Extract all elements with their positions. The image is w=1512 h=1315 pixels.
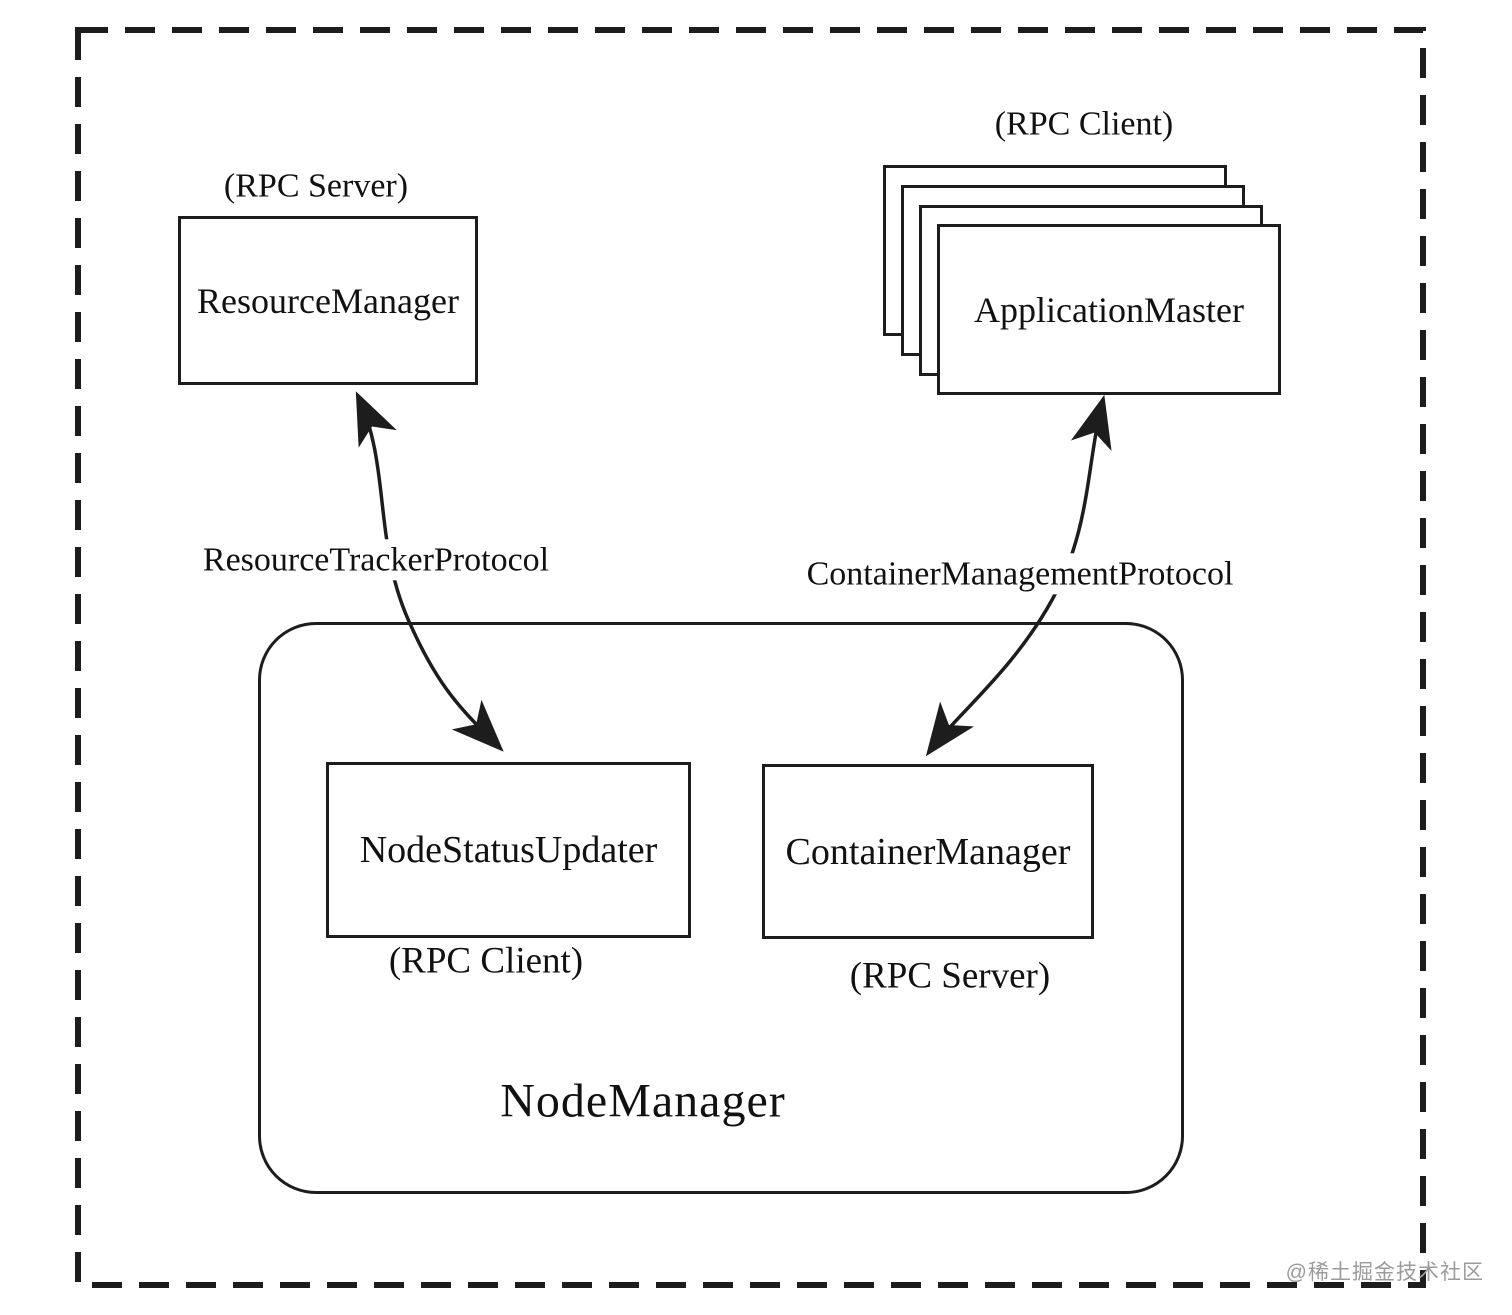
node-status-updater-annotation: (RPC Client) bbox=[388, 940, 584, 982]
watermark: @稀土掘金技术社区 bbox=[1285, 1261, 1484, 1284]
container-manager-label: ContainerManager bbox=[785, 830, 1071, 873]
resource-manager-box: ResourceManager bbox=[178, 216, 478, 385]
resource-manager-annotation: (RPC Server) bbox=[223, 167, 409, 205]
application-master-box: ApplicationMaster bbox=[937, 224, 1281, 395]
resource-manager-label: ResourceManager bbox=[197, 280, 459, 321]
node-status-updater-label: NodeStatusUpdater bbox=[359, 829, 658, 871]
container-management-protocol-label: ContainerManagementProtocol bbox=[798, 553, 1242, 595]
application-master-stack: ApplicationMaster bbox=[883, 165, 1281, 395]
container-manager-box: ContainerManager bbox=[762, 764, 1094, 939]
node-status-updater-box: NodeStatusUpdater bbox=[326, 762, 691, 938]
container-manager-annotation: (RPC Server) bbox=[849, 955, 1051, 997]
application-master-annotation: (RPC Client) bbox=[994, 105, 1174, 143]
application-master-label: ApplicationMaster bbox=[974, 289, 1244, 330]
node-manager-label: NodeManager bbox=[500, 1074, 786, 1128]
resource-tracker-protocol-label: ResourceTrackerProtocol bbox=[194, 539, 558, 581]
